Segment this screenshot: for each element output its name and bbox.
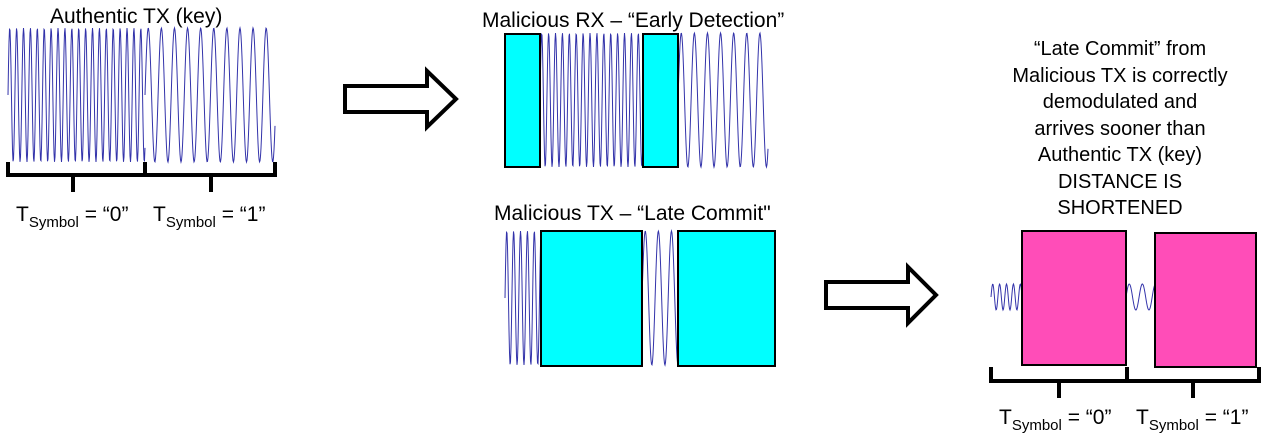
result-line: Malicious TX is correctly bbox=[1012, 64, 1228, 87]
malicious-rx-label: Malicious RX – “Early Detection” bbox=[482, 9, 785, 32]
authentic-wave-zero bbox=[7, 27, 146, 163]
tsymbol-zero-right: TSymbol = “0” bbox=[999, 406, 1112, 434]
result-wave-one bbox=[1125, 283, 1156, 311]
rx-wave-one bbox=[677, 31, 769, 169]
rx-cyan-block-1 bbox=[504, 33, 541, 168]
result-line: demodulated and bbox=[1042, 91, 1198, 113]
brace-right-one bbox=[1127, 367, 1261, 398]
result-magenta-block-1 bbox=[1021, 230, 1127, 366]
brace-left-one bbox=[145, 162, 277, 192]
result-line: Authentic TX (key) bbox=[1037, 144, 1203, 166]
brace-right-zero bbox=[989, 367, 1129, 398]
tsymbol-one-right: TSymbol = “1” bbox=[1136, 406, 1249, 434]
authentic-wave-one bbox=[144, 26, 276, 164]
result-wave-zero bbox=[990, 282, 1023, 312]
tsymbol-zero-left: TSymbol = “0” bbox=[16, 203, 129, 231]
authentic-tx-label: Authentic TX (key) bbox=[50, 5, 223, 28]
tsymbol-one-left: TSymbol = “1” bbox=[153, 203, 266, 231]
malicious-tx-label: Malicious TX – “Late Commit" bbox=[494, 202, 771, 225]
result-description: “Late Commit” from Malicious TX is corre… bbox=[980, 36, 1260, 222]
result-line: arrives sooner than bbox=[1034, 117, 1206, 140]
right-arrow-icon bbox=[343, 66, 459, 132]
result-line: “Late Commit” from bbox=[1033, 38, 1207, 60]
rx-cyan-block-2 bbox=[642, 33, 679, 168]
tx-wave-zero bbox=[504, 230, 542, 366]
result-line: DISTANCE IS bbox=[1057, 170, 1183, 193]
brace-left-zero bbox=[6, 162, 147, 192]
rx-wave-zero bbox=[539, 32, 644, 168]
tx-cyan-block-1 bbox=[540, 230, 643, 367]
tx-wave-one bbox=[641, 229, 679, 367]
tx-cyan-block-2 bbox=[677, 230, 776, 367]
result-magenta-block-2 bbox=[1154, 232, 1257, 368]
waveforms bbox=[7, 26, 1156, 367]
right-arrow-icon bbox=[824, 262, 939, 328]
result-line: SHORTENED bbox=[1057, 197, 1183, 219]
